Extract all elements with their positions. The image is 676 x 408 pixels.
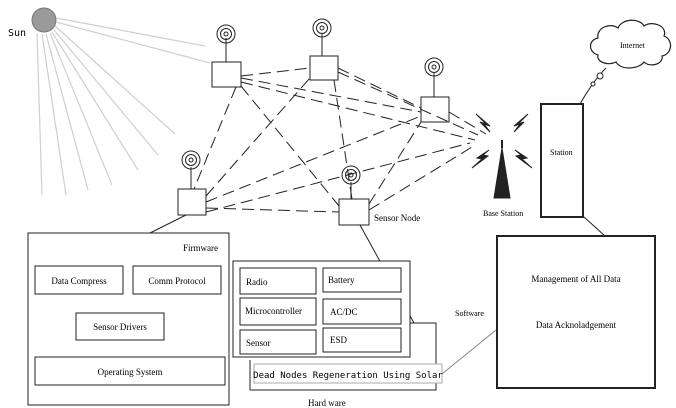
operating-system-label: Operating System [98, 367, 163, 377]
sensor-drivers-box [75, 312, 165, 341]
acdc-box [322, 298, 402, 325]
sun-label: Sun [8, 28, 26, 39]
radio-box [239, 267, 317, 295]
internet-cloud-icon [589, 19, 672, 69]
base-station-label: Base Station [483, 209, 523, 218]
microcontroller-box [239, 297, 317, 326]
sensor-node-2 [309, 18, 339, 81]
sensor-node-3 [420, 57, 450, 123]
node-firmware-link [149, 214, 187, 234]
solar-to-software-link [441, 329, 497, 375]
sun-icon [31, 7, 57, 33]
software-label: Software [455, 309, 484, 318]
sensor-node-5 [338, 165, 370, 226]
operating-system-box [34, 356, 226, 386]
comm-protocol-label: Comm Protocol [148, 276, 206, 286]
sun-rays [36, 17, 211, 196]
station-software-link [583, 216, 606, 237]
management-label: Management of All Data [531, 274, 620, 284]
sensor-drivers-label: Sensor Drivers [93, 322, 147, 332]
esd-box [322, 327, 402, 353]
sensor-label: Sensor [246, 338, 271, 348]
sensor-nodes [177, 18, 450, 226]
esd-label: ESD [330, 335, 348, 345]
sensor-node-1 [211, 24, 242, 88]
cloud-tail [579, 67, 607, 105]
hardware-label: Hard ware [308, 398, 346, 408]
data-compress-label: Data Compress [51, 276, 107, 286]
microcontroller-label: Microcontroller [245, 306, 302, 316]
sensor-box [239, 329, 317, 355]
battery-box [322, 267, 402, 293]
acdc-label: AC/DC [330, 307, 358, 317]
network-links [193, 67, 487, 213]
sensor-node-label: Sensor Node [374, 213, 420, 223]
station-label: Station [550, 148, 573, 157]
internet-label: Internet [620, 41, 646, 50]
solar-bracket [249, 322, 437, 391]
battery-label: Battery [328, 275, 355, 285]
solar-label: Dead Nodes Regeneration Using Solar [253, 371, 443, 381]
comm-protocol-box [132, 265, 222, 295]
software-panel [496, 235, 656, 389]
base-station-tower [471, 113, 533, 199]
acknowledgement-label: Data Acknoladgement [536, 320, 617, 330]
radio-label: Radio [246, 277, 268, 287]
station-box [540, 103, 584, 218]
firmware-label: Firmware [183, 243, 218, 253]
sensor-node-4 [177, 150, 207, 216]
data-compress-box [34, 265, 124, 295]
